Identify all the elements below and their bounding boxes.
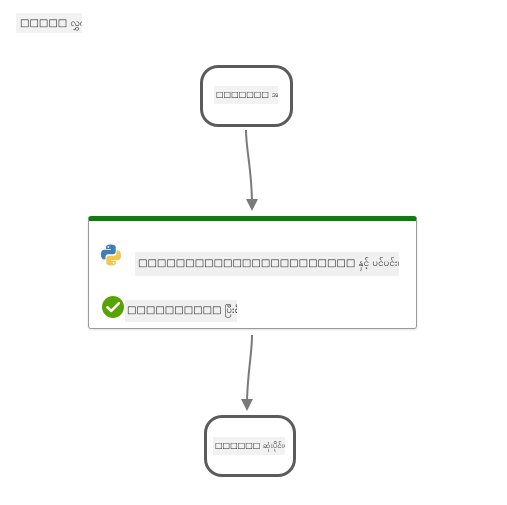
edge-start-to-python [245, 129, 258, 211]
edge-python-to-end [241, 334, 254, 411]
workflow-title: □□□□□ လွှက်တိ [16, 13, 82, 33]
start-node-label: □□□□□□□ အလွှက်ပျာ [214, 86, 278, 104]
end-node[interactable]: □□□□□□ ဆုံးပိုင်းများ [204, 415, 296, 477]
end-node-label: □□□□□□ ဆုံးပိုင်းများ [213, 437, 285, 455]
python-step-status: □□□□□□□□□□ ပြီးစီးခဲ့သည် [125, 300, 237, 322]
python-step-title: □□□□□□□□□□□□□□□□□□□□□□□ နှင့် ပင်ပင်းစပ်… [135, 252, 399, 276]
start-node[interactable]: □□□□□□□ အလွှက်ပျာ [200, 65, 293, 127]
check-circle-icon [101, 295, 125, 319]
python-step-card[interactable]: □□□□□□□□□□□□□□□□□□□□□□□ နှင့် ပင်ပင်းစပ်… [88, 216, 417, 329]
python-icon [99, 243, 123, 267]
